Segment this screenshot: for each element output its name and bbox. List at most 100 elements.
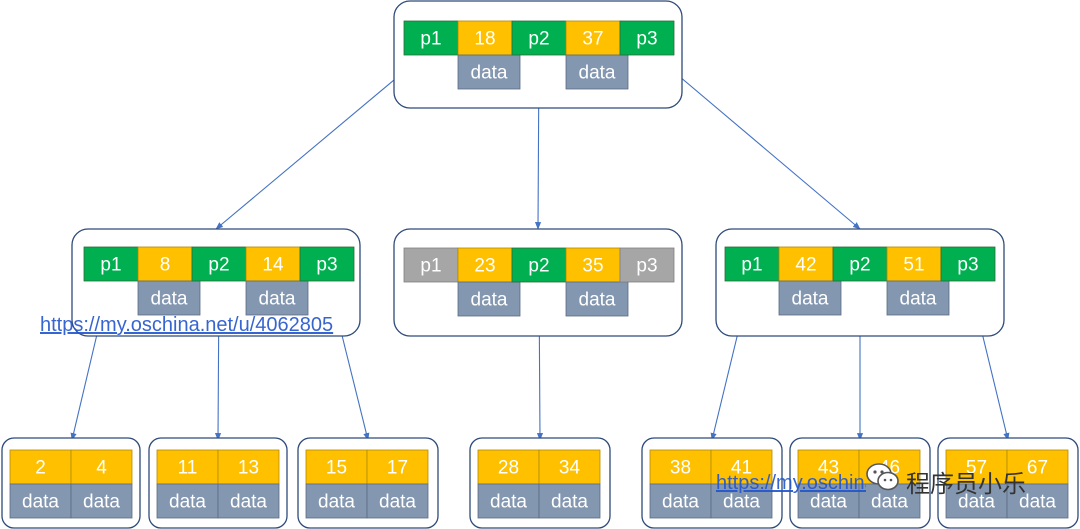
data-cell-rect xyxy=(245,280,309,316)
data-cell-rect xyxy=(217,483,280,519)
pointer-cell-p2-rect xyxy=(511,20,567,56)
data-cell-rect xyxy=(305,483,368,519)
key-cell-18: 18 xyxy=(457,20,513,56)
key-cell-42-rect xyxy=(778,246,834,282)
key-cell-41: 41 xyxy=(710,449,773,485)
pointer-cell-p2-label: p2 xyxy=(208,255,229,276)
data-cell: data xyxy=(649,483,712,519)
watermark-brand: 程序员小乐 xyxy=(906,470,1026,498)
key-cell-34-label: 34 xyxy=(559,458,581,479)
pointer-cell-p1-rect xyxy=(83,246,139,282)
pointer-cell-p3-rect xyxy=(940,246,996,282)
data-cell: data xyxy=(217,483,280,519)
key-cell-17-label: 17 xyxy=(387,458,408,479)
data-cell-label: data xyxy=(551,492,588,513)
pointer-cell-p1-rect xyxy=(403,247,459,283)
pointer-cell-p3: p3 xyxy=(299,246,355,282)
pointer-cell-p3-label: p3 xyxy=(636,29,657,50)
data-cell-rect xyxy=(778,280,842,316)
data-cell-rect xyxy=(70,483,133,519)
key-cell-14: 14 xyxy=(245,246,301,282)
key-cell-43-rect xyxy=(797,449,860,485)
data-cell-rect xyxy=(1006,483,1069,519)
pointer-cell-p2: p2 xyxy=(832,246,888,282)
data-cell: data xyxy=(565,54,629,90)
pointer-cell-p3-label: p3 xyxy=(636,256,657,277)
watermark-url-lower[interactable]: https://my.oschina.net/u/4062805 xyxy=(716,472,866,494)
data-cell-label: data xyxy=(958,492,995,513)
data-cell: data xyxy=(245,280,309,316)
data-cell: data xyxy=(457,54,521,90)
key-cell-42-label: 42 xyxy=(795,255,816,276)
data-cell-rect xyxy=(477,483,540,519)
data-cell-label: data xyxy=(490,492,527,513)
data-cell: data xyxy=(477,483,540,519)
pointer-cell-p2-label: p2 xyxy=(528,256,549,277)
data-cell-rect xyxy=(137,280,201,316)
data-cell: data xyxy=(886,280,950,316)
data-cell-label: data xyxy=(230,492,267,513)
key-cell-42: 42 xyxy=(778,246,834,282)
key-cell-41-rect xyxy=(710,449,773,485)
key-cell-67-rect xyxy=(1006,449,1069,485)
internal-node-3-frame xyxy=(715,228,1005,337)
key-cell-13-rect xyxy=(217,449,280,485)
key-cell-51-rect xyxy=(886,246,942,282)
data-cell-rect xyxy=(457,54,521,90)
data-cell-rect xyxy=(565,281,629,317)
key-cell-11-label: 11 xyxy=(178,458,198,479)
data-cell: data xyxy=(538,483,601,519)
key-cell-11-rect xyxy=(156,449,219,485)
key-cell-2: 2 xyxy=(9,449,72,485)
data-cell-rect xyxy=(457,281,521,317)
data-cell-label: data xyxy=(83,492,120,513)
data-cell-rect xyxy=(156,483,219,519)
pointer-cell-p2-label: p2 xyxy=(528,29,549,50)
key-cell-57-label: 57 xyxy=(966,458,987,479)
pointer-cell-p2-label: p2 xyxy=(849,255,870,276)
data-cell-label: data xyxy=(900,289,937,310)
data-cell: data xyxy=(156,483,219,519)
key-cell-14-label: 14 xyxy=(262,255,284,276)
data-cell-label: data xyxy=(792,289,829,310)
pointer-cell-p1-label: p1 xyxy=(420,256,441,277)
pointer-cell-p3: p3 xyxy=(619,20,675,56)
key-cell-2-label: 2 xyxy=(35,458,46,479)
pointer-cell-p1: p1 xyxy=(403,20,459,56)
key-cell-67: 67 xyxy=(1006,449,1069,485)
data-cell-label: data xyxy=(151,289,188,310)
pointer-cell-p3: p3 xyxy=(940,246,996,282)
key-cell-4-label: 4 xyxy=(96,458,107,479)
watermark-url-upper[interactable]: https://my.oschina.net/u/4062805 xyxy=(40,314,334,336)
key-cell-43-label: 43 xyxy=(818,458,839,479)
pointer-cell-p2: p2 xyxy=(511,247,567,283)
key-cell-28-label: 28 xyxy=(498,458,519,479)
data-cell-label: data xyxy=(871,492,908,513)
wechat-icon xyxy=(866,463,899,491)
data-cell-label: data xyxy=(379,492,416,513)
pointer-cell-p1-rect xyxy=(724,246,780,282)
internal-node-2-frame xyxy=(393,228,683,337)
key-cell-17: 17 xyxy=(366,449,429,485)
data-cell: data xyxy=(945,483,1008,519)
key-cell-57: 57 xyxy=(945,449,1008,485)
data-cell-rect xyxy=(945,483,1008,519)
data-cell: data xyxy=(305,483,368,519)
data-cell-rect xyxy=(538,483,601,519)
data-cell: data xyxy=(366,483,429,519)
data-cell-label: data xyxy=(259,289,296,310)
pointer-cell-p3-rect xyxy=(619,247,675,283)
data-cell-label: data xyxy=(22,492,59,513)
key-cell-37-label: 37 xyxy=(582,29,603,50)
key-cell-38: 38 xyxy=(649,449,712,485)
key-cell-13-label: 13 xyxy=(238,458,259,479)
data-cell-label: data xyxy=(810,492,847,513)
data-cell: data xyxy=(9,483,72,519)
leaf-node-2: 11 data 13 data xyxy=(148,437,288,529)
pointer-cell-p2-rect xyxy=(191,246,247,282)
leaf-node-1: 2 data 4 data xyxy=(1,437,141,529)
